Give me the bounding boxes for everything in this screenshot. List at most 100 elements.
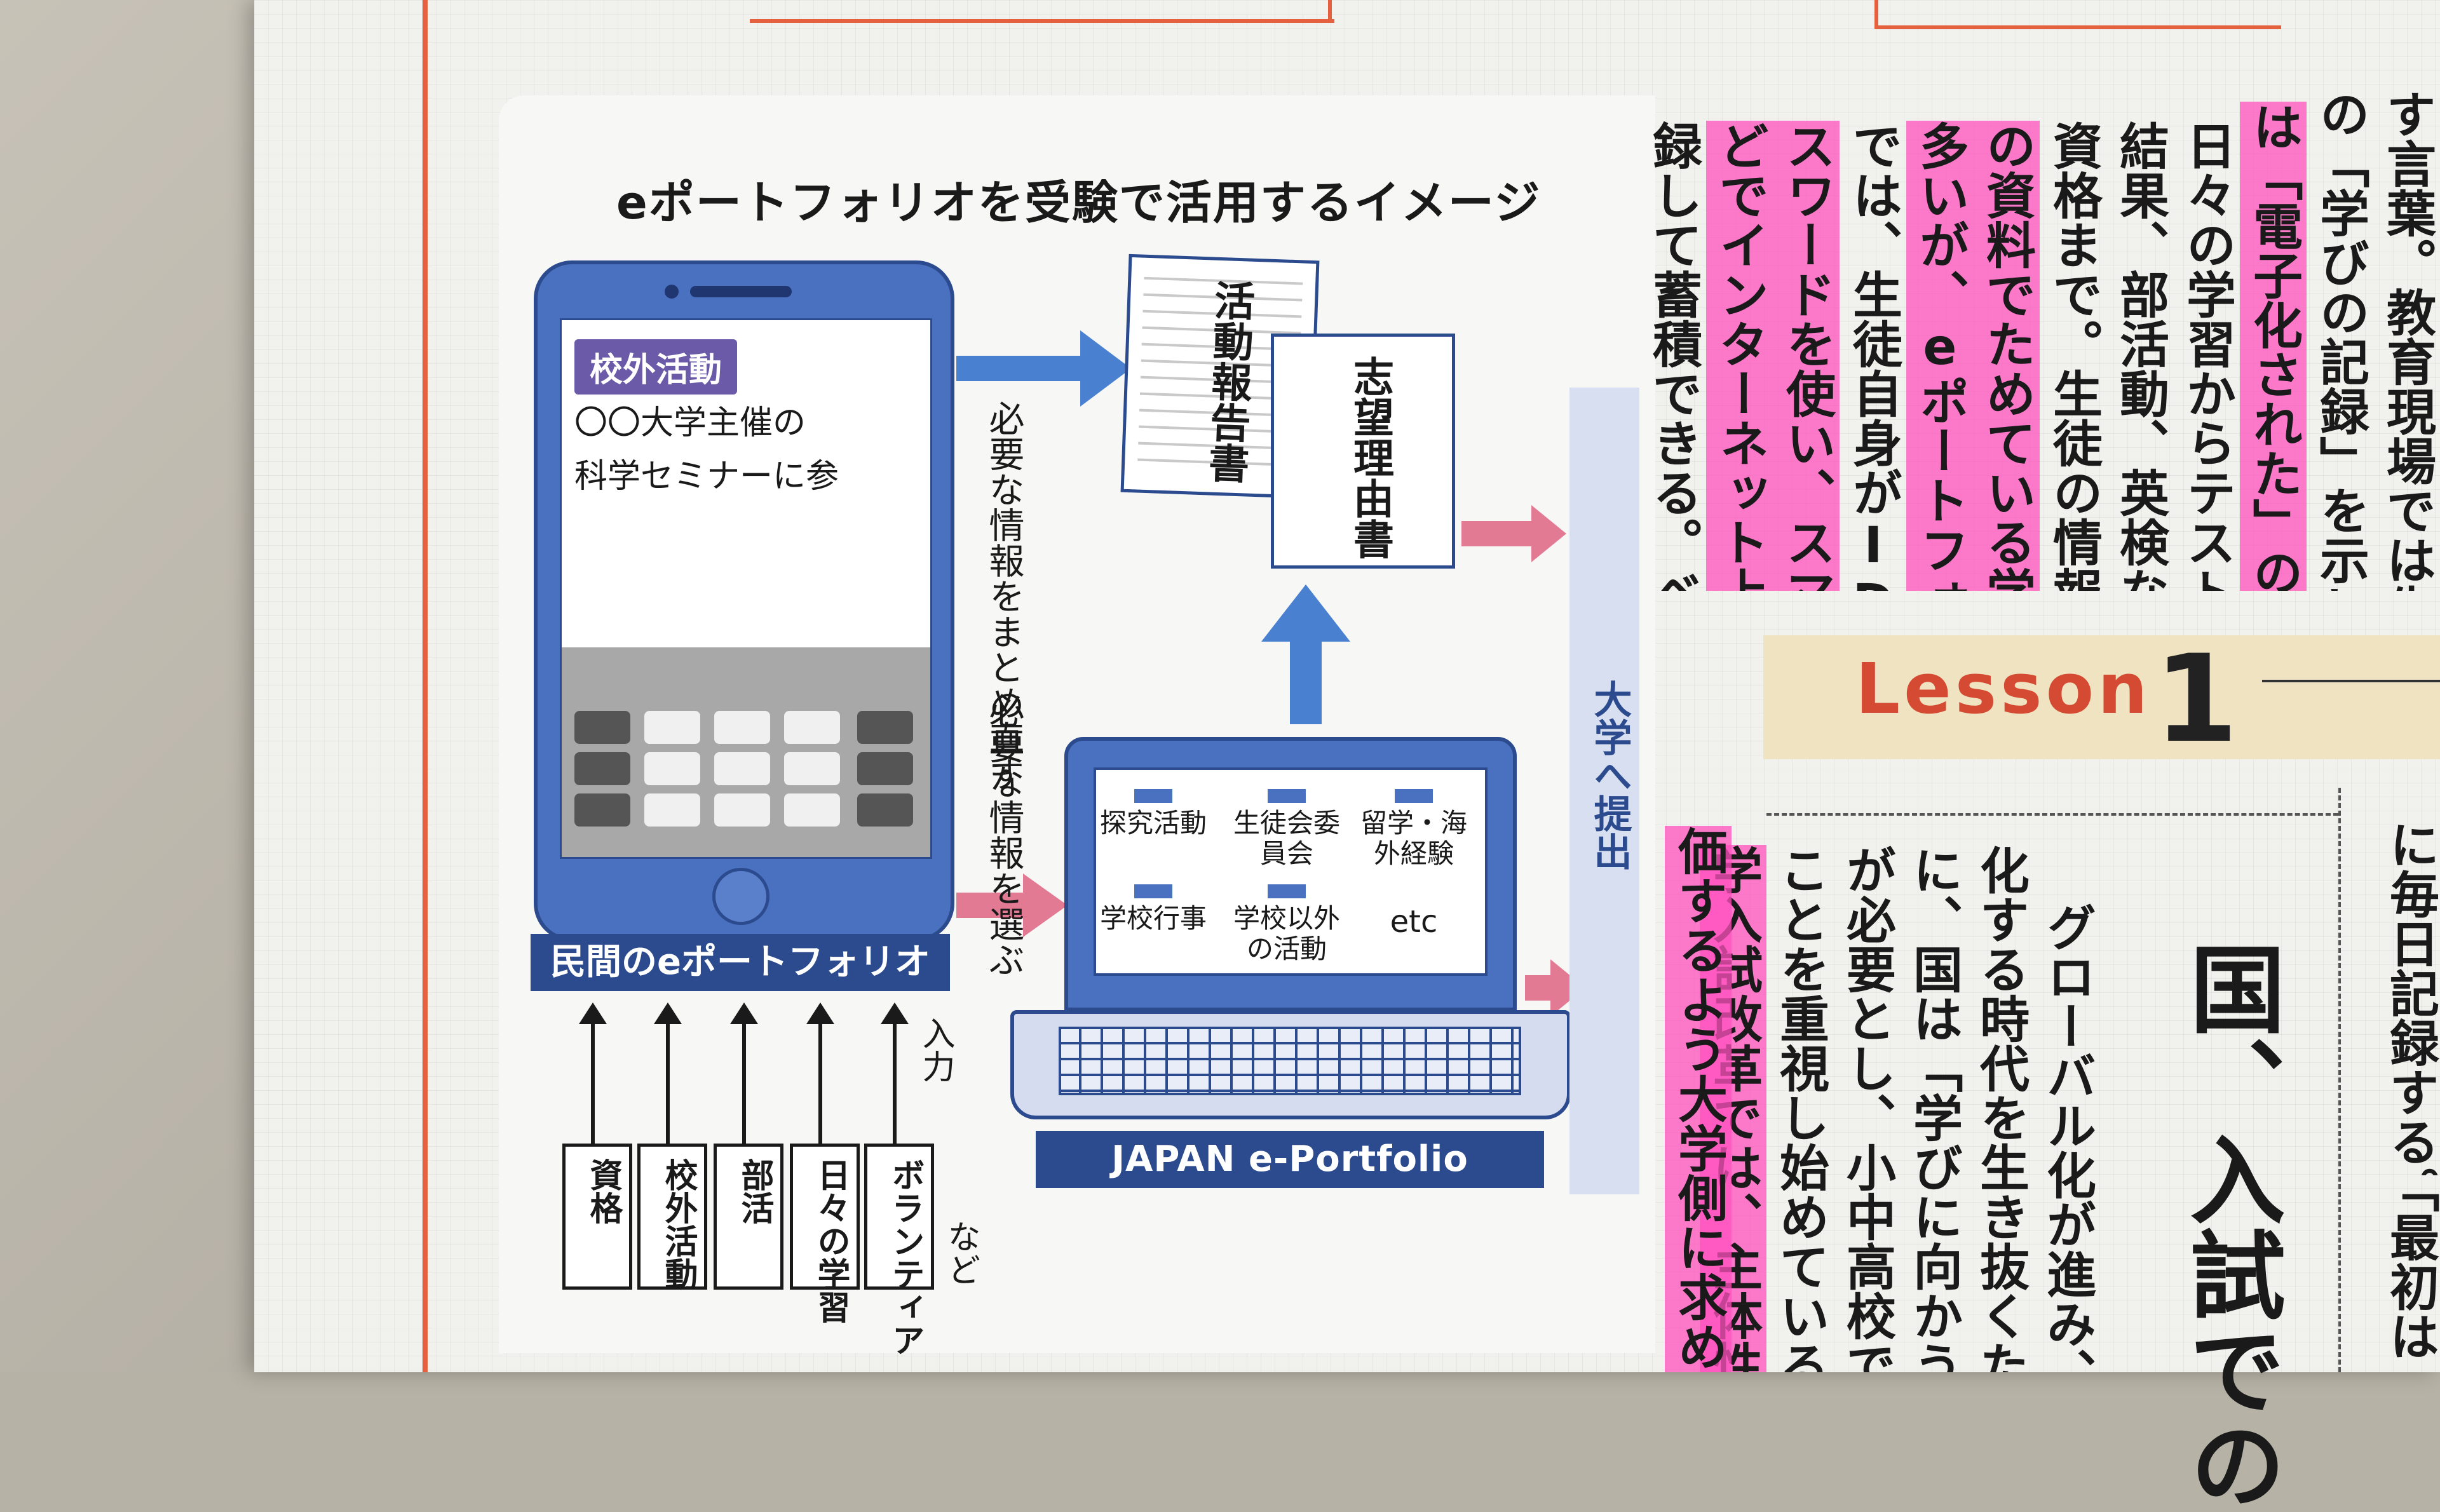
input-source-box: 資格 (562, 1144, 632, 1290)
keyboard-key (574, 711, 630, 744)
input-arrow-line (666, 1016, 670, 1144)
keyboard-key (857, 793, 913, 827)
red-frame-line (1874, 0, 1878, 29)
laptop-keyboard (1010, 1010, 1571, 1119)
smartphone: 校外活動 〇〇大学主催の 科学セミナーに参 (534, 260, 954, 942)
arrow-top-text: 必要な情報をまとめ直す (983, 400, 1024, 792)
keyboard-key (574, 752, 630, 785)
blue-arrow-icon (956, 330, 1131, 407)
keyboard-key (714, 793, 770, 827)
up-arrow-icon (881, 1002, 909, 1024)
input-arrow-line (818, 1016, 822, 1144)
article-line: の「学びの記録」を示し、e (2312, 89, 2369, 591)
category-item: 学校以外の活動 (1230, 884, 1344, 964)
input-source-box: ボランティア (864, 1144, 934, 1356)
article-line: に、国は「学びに向かう力」 (1905, 845, 1962, 1372)
pink-arrow-icon (1525, 959, 1585, 1016)
submit-bar (1569, 388, 1639, 1194)
submit-label: 大学へ提出 (1587, 680, 1632, 870)
article-line: では、生徒自身がIDやパ (1845, 121, 1902, 591)
doc-title: 活動報告書 (1201, 279, 1256, 484)
red-frame-line (750, 19, 1334, 23)
memo-line: 〇〇大学主催の (574, 404, 806, 442)
keyboard-key (714, 711, 770, 744)
article-line: ことを重視し始めている。大 (1772, 845, 1829, 1372)
input-arrow-line (591, 1016, 595, 1144)
arrows-layer (956, 330, 1585, 1016)
statement-doc: 志望理由書 (1271, 334, 1455, 569)
camera-icon (665, 285, 679, 299)
doc-title: 志望理由書 (1346, 356, 1393, 559)
laptop-screen: 探究活動 生徒会委員会 留学・海外経験 学校行事 学校以外の活動 etc (1064, 737, 1517, 1011)
column-divider (2338, 788, 2343, 1372)
keyboard-key (644, 711, 700, 744)
input-source-box: 日々の学習 (790, 1144, 860, 1323)
keyboard-key (574, 793, 630, 827)
input-arrow-line (742, 1016, 746, 1144)
article-line: は「電子化された」の意味。 (2240, 102, 2307, 591)
lesson-banner (1763, 635, 2440, 759)
arrow-bottom-text: 必要な情報を選ぶ (983, 692, 1024, 977)
laptop-label: JAPAN e-Portfolio (1036, 1131, 1544, 1188)
laptop-display: 探究活動 生徒会委員会 留学・海外経験 学校行事 学校以外の活動 etc (1094, 767, 1488, 976)
speaker-icon (690, 286, 792, 297)
article-line: す言葉。教育現場では生徒 (2378, 89, 2436, 591)
dashed-divider (1766, 813, 2338, 816)
article-line: どでインターネット上に記 (1706, 121, 1773, 591)
article-line: 結果、部活動、英検などの (2111, 121, 2169, 591)
category-item: 留学・海外経験 (1357, 789, 1471, 869)
keyboard-key (644, 752, 700, 785)
up-arrow-icon (806, 1002, 834, 1024)
keyboard-key (857, 752, 913, 785)
article-line: 価するよう大学側に求め、高 (1665, 826, 1732, 1372)
keyboard-key (644, 793, 700, 827)
keyboard-key (714, 752, 770, 785)
input-source-box: 校外活動 (637, 1144, 707, 1290)
article-line: 化する時代を生き抜くため (1972, 845, 2029, 1372)
category-item: 学校行事 (1096, 884, 1210, 934)
category-item: 生徒会委員会 (1230, 789, 1344, 869)
phone-label: 民間のeポートフォリオ (531, 934, 950, 991)
input-label: 入力 (916, 1016, 954, 1083)
article-line: グローバル化が進み、複雑 (2038, 902, 2096, 1372)
article-line: スワードを使い、スマホな (1773, 121, 1840, 591)
headline: 国、入試での (2174, 940, 2284, 1512)
red-frame-line (423, 0, 428, 1372)
category-item: etc (1390, 904, 1438, 940)
memo-line: 科学セミナーに参 (574, 457, 839, 496)
article-line: 多いが、eポートフォリオ (1906, 121, 1973, 591)
home-button-icon (712, 868, 769, 925)
diagram-title: eポートフォリオを受験で活用するイメージ (616, 176, 1542, 229)
up-arrow-icon (730, 1002, 758, 1024)
article-line: が必要とし、小中高校で養う (1838, 845, 1895, 1372)
up-arrow-icon (579, 1002, 607, 1024)
keyboard-key (784, 793, 840, 827)
article-line: の資料でためている学校も (1973, 121, 2040, 591)
keyboard-key (784, 752, 840, 785)
side-column-line: 「最初は (2382, 1163, 2439, 1361)
keyboard-key (857, 711, 913, 744)
phone-screen: 校外活動 〇〇大学主催の 科学セミナーに参 (560, 318, 932, 859)
blue-up-arrow-icon (1261, 584, 1350, 724)
lesson-rule (2262, 680, 2440, 682)
input-source-box: 部活 (714, 1144, 783, 1290)
article-line: 録して蓄積できる。ベネッ (1644, 121, 1702, 591)
pink-arrow-icon (1461, 505, 1566, 562)
etc-label: など (942, 1220, 980, 1286)
phone-memo: 〇〇大学主催の 科学セミナーに参 (574, 396, 839, 503)
lesson-number: 1 (2154, 629, 2239, 769)
article-line: 資格まで。生徒の情報を紙 (2045, 121, 2102, 591)
category-item: 探究活動 (1096, 789, 1210, 839)
article-line: 日々の学習からテストの (2178, 121, 2235, 591)
laptop-keys (1059, 1027, 1521, 1095)
lesson-word: Lesson (1855, 648, 2152, 729)
red-frame-line (1874, 25, 2281, 29)
red-frame-line (1328, 0, 1332, 23)
side-column-line: に毎日記録する。 (2382, 820, 2439, 1175)
activity-tag: 校外活動 (574, 339, 738, 395)
phone-keyboard (562, 647, 930, 857)
input-arrow-line (893, 1016, 897, 1144)
up-arrow-icon (654, 1002, 682, 1024)
keyboard-key (784, 711, 840, 744)
pink-arrow-icon (956, 874, 1068, 937)
